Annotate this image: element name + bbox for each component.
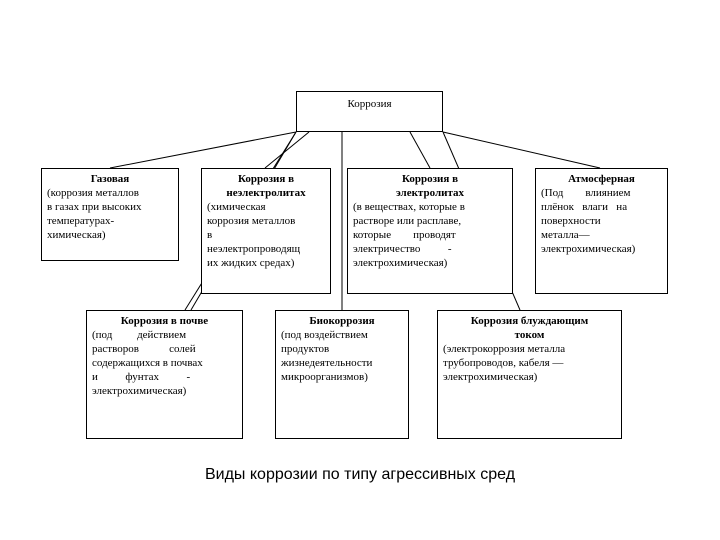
node-stray-current: Коррозия блуждающим током (электрокорроз… bbox=[437, 310, 622, 439]
node-text: растворов солей bbox=[92, 343, 196, 355]
node-text: электрохимическая) bbox=[443, 371, 538, 383]
node-text: (химическая bbox=[207, 201, 266, 213]
node-text: растворе или расплаве, bbox=[353, 215, 462, 227]
node-title: Коррозия в bbox=[237, 173, 295, 185]
node-text: химическая) bbox=[47, 229, 106, 241]
node-text: электричество - bbox=[353, 243, 452, 255]
diagram-caption: Виды коррозии по типу агрессивных сред bbox=[204, 466, 516, 483]
root-node: Коррозия bbox=[296, 91, 443, 132]
node-gas: Газовая (коррозия металлов в газах при в… bbox=[41, 168, 179, 261]
node-text: их жидких средах) bbox=[207, 257, 295, 269]
node-title: Коррозия блуждающим bbox=[470, 315, 589, 327]
node-text: микроорганизмов) bbox=[281, 371, 368, 383]
node-text: поверхности bbox=[541, 215, 601, 227]
connector-atmospheric bbox=[442, 131, 601, 169]
node-text: жизнедеятельности bbox=[281, 357, 373, 369]
node-text: и фунтах - bbox=[92, 371, 191, 383]
node-text: в газах при высоких bbox=[47, 201, 142, 213]
node-text: которые проводят bbox=[353, 229, 456, 241]
node-title: Коррозия в bbox=[401, 173, 459, 185]
node-text: электрохимическая) bbox=[541, 243, 636, 255]
node-title: Коррозия в почве bbox=[120, 315, 209, 327]
connector-electrolyte bbox=[409, 131, 431, 169]
node-text: (под действием bbox=[92, 329, 187, 341]
node-title: электролитах bbox=[395, 187, 464, 199]
node-text: коррозия металлов bbox=[207, 215, 296, 227]
node-title: Газовая bbox=[90, 173, 130, 185]
node-text: (коррозия металлов bbox=[47, 187, 139, 199]
node-title: неэлектролитах bbox=[226, 187, 306, 199]
node-nonelectrolyte: Коррозия в неэлектролитах (химическая ко… bbox=[201, 168, 331, 294]
node-title: Атмосферная bbox=[568, 173, 635, 185]
node-title: Биокоррозия bbox=[309, 315, 375, 327]
node-atmospheric: Атмосферная (Под влиянием плёнок влаги н… bbox=[535, 168, 668, 294]
node-text: (Под влиянием bbox=[541, 187, 631, 199]
node-title: током bbox=[514, 329, 545, 341]
root-label: Коррозия bbox=[347, 98, 392, 110]
node-soil: Коррозия в почве (под действием растворо… bbox=[86, 310, 243, 439]
node-text: в bbox=[207, 229, 213, 241]
node-text: неэлектропроводящ bbox=[207, 243, 301, 255]
node-text: электрохимическая) bbox=[353, 257, 448, 269]
connector-gas bbox=[109, 131, 297, 169]
node-text: электрохимическая) bbox=[92, 385, 187, 397]
node-text: (под воздействием bbox=[281, 329, 368, 341]
node-text: металла— bbox=[541, 229, 590, 241]
node-text: температурах- bbox=[47, 215, 115, 227]
node-text: плёнок влаги на bbox=[541, 201, 628, 213]
node-text: продуктов bbox=[281, 343, 330, 355]
node-text: (электрокоррозия металла bbox=[443, 343, 566, 355]
node-text: трубопроводов, кабеля — bbox=[443, 357, 564, 369]
node-text: (в веществах, которые в bbox=[353, 201, 465, 213]
node-bio: Биокоррозия (под воздействием продуктов … bbox=[275, 310, 409, 439]
connector-nonelectrolyte bbox=[264, 131, 310, 169]
node-electrolyte: Коррозия в электролитах (в веществах, ко… bbox=[347, 168, 513, 294]
node-text: содержащихся в почвах bbox=[92, 357, 203, 369]
